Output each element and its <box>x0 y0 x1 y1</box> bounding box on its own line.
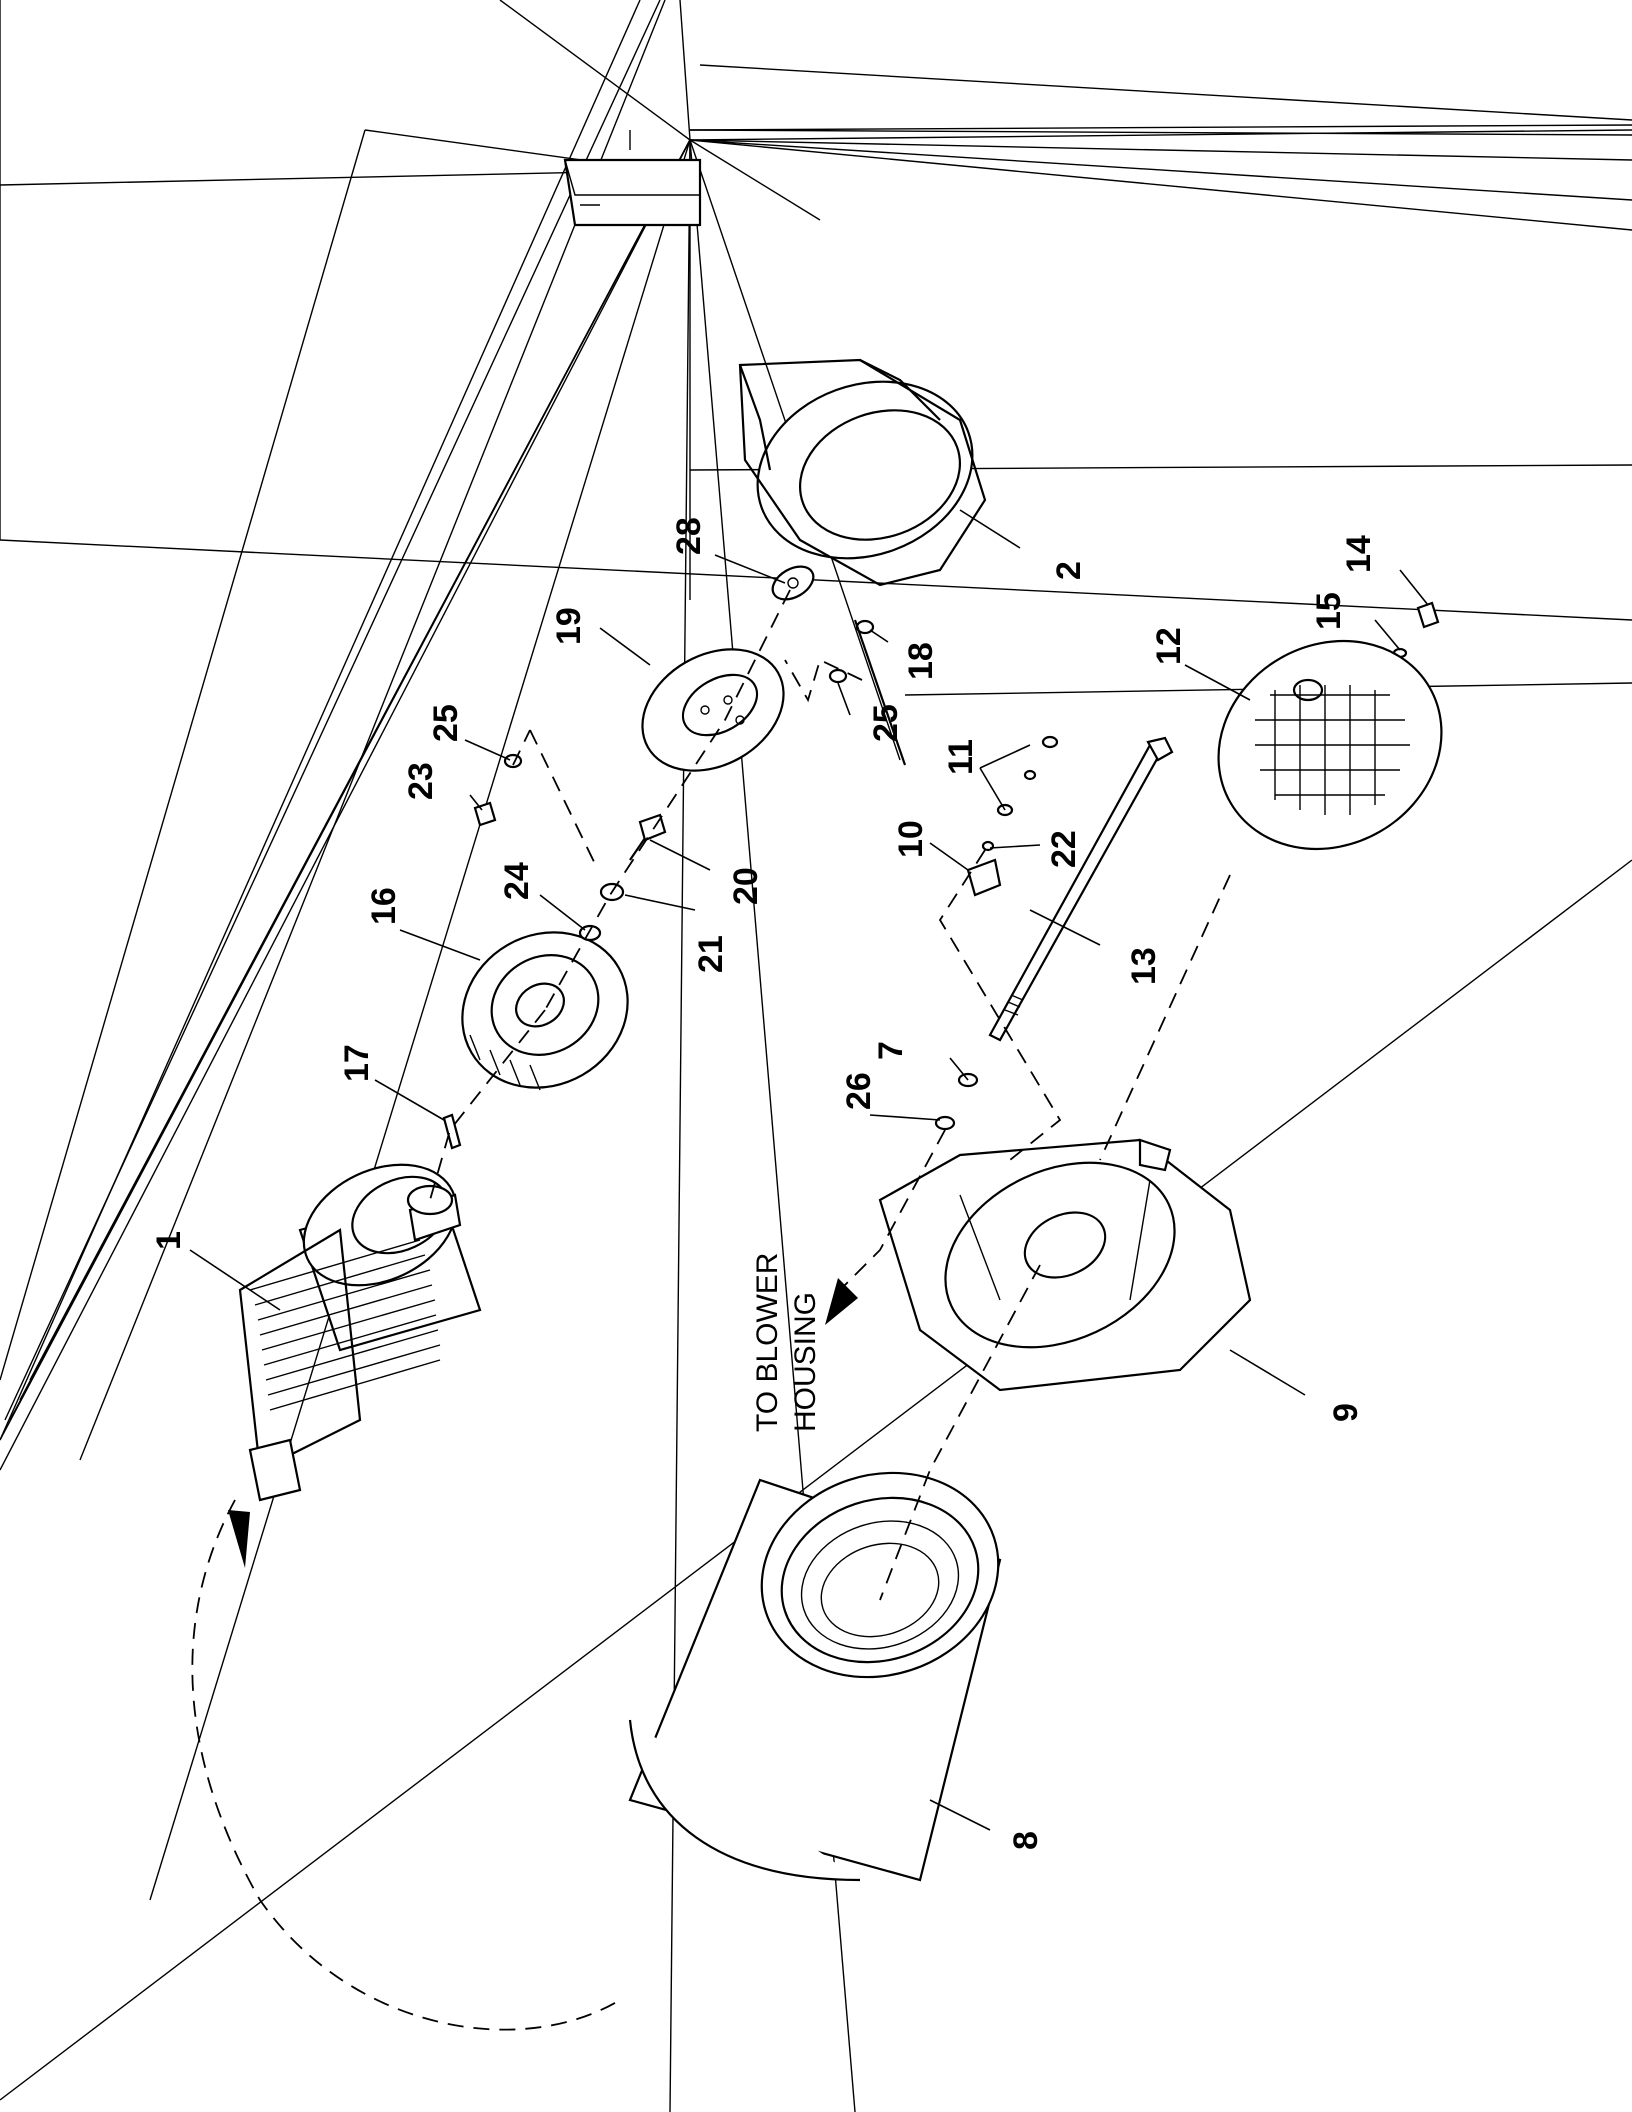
callout-26: 26 <box>840 1072 878 1110</box>
callout-1: 1 <box>150 1231 188 1250</box>
part-13-rod <box>988 736 1174 1042</box>
callout-8: 8 <box>1007 1831 1045 1850</box>
mounting-bracket <box>563 158 702 227</box>
callout-labels: 1 2 7 8 9 10 11 12 13 14 15 16 17 18 19 … <box>150 517 1378 1850</box>
part-12-fan-guard <box>1217 639 1443 851</box>
callout-7: 7 <box>872 1041 910 1060</box>
callout-21: 21 <box>692 935 730 973</box>
part-23-screw <box>473 801 497 827</box>
flow-arrows <box>228 1278 858 1568</box>
callout-18: 18 <box>902 642 940 680</box>
part-2-housing-ring <box>738 358 987 587</box>
part-25-washer-left <box>503 753 523 769</box>
callout-19: 19 <box>550 607 588 645</box>
part-19-plate <box>641 648 785 772</box>
part-9-end-bell <box>878 1138 1252 1392</box>
part-18-bolt <box>853 619 907 766</box>
callout-25-right: 25 <box>867 704 905 742</box>
callout-15: 15 <box>1310 592 1348 630</box>
callout-13: 13 <box>1125 947 1163 985</box>
part-26-washer <box>934 1115 956 1131</box>
part-25-washer-right <box>828 668 848 684</box>
arrow-to-blower <box>825 1278 858 1325</box>
callout-12: 12 <box>1150 627 1188 665</box>
callout-25-left: 25 <box>427 704 465 742</box>
callout-20: 20 <box>727 867 765 905</box>
callout-23: 23 <box>402 762 440 800</box>
blower-housing-note: TO BLOWER HOUSING <box>751 1253 822 1432</box>
leader-lines <box>189 509 1429 1831</box>
part-14-screw <box>1416 601 1440 629</box>
callout-10: 10 <box>892 820 930 858</box>
callout-24: 24 <box>498 862 536 900</box>
part-17-key <box>442 1113 462 1150</box>
callout-22: 22 <box>1045 830 1083 868</box>
part-10-clip <box>966 858 1002 897</box>
callout-16: 16 <box>365 887 403 925</box>
assembly-dashed-lines <box>191 589 1231 2031</box>
note-line-1: TO BLOWER <box>751 1253 784 1432</box>
arrow-from-motor <box>228 1510 250 1568</box>
note-line-2: HOUSING <box>789 1292 822 1432</box>
part-8-shell <box>628 1471 1002 1882</box>
part-1-motor-core <box>238 1163 482 1502</box>
callout-14: 14 <box>1340 535 1378 573</box>
callout-28: 28 <box>670 517 708 555</box>
part-28-gasket <box>771 565 815 601</box>
callout-17: 17 <box>338 1044 376 1082</box>
callout-2: 2 <box>1050 561 1088 580</box>
callout-9: 9 <box>1327 1403 1365 1422</box>
callout-11: 11 <box>942 739 980 775</box>
